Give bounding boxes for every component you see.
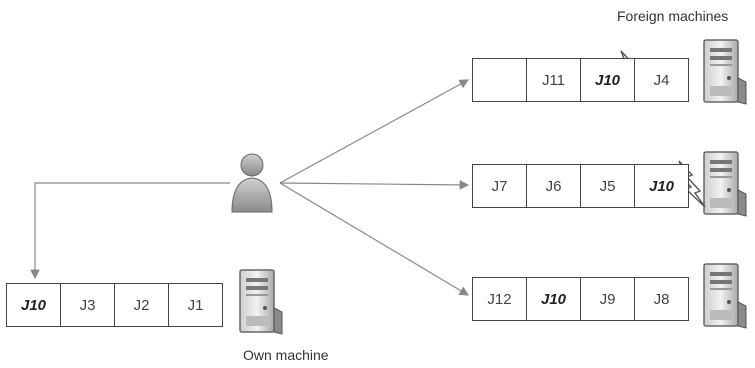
queue-cell: J2 bbox=[115, 284, 169, 326]
foreign-queue-3: J12 J10 J9 J8 bbox=[472, 277, 689, 321]
queue-cell: J7 bbox=[473, 165, 527, 207]
queue-cell: J1 bbox=[187, 296, 204, 314]
queue-cell: J8 bbox=[653, 290, 670, 308]
queue-cell: J10 bbox=[648, 177, 675, 195]
foreign-machines-label: Foreign machines bbox=[617, 8, 729, 24]
queue-cell: J4 bbox=[653, 71, 670, 89]
queue-cell: J10 bbox=[527, 278, 581, 320]
server-icon bbox=[703, 263, 747, 329]
queue-cell: J11 bbox=[527, 59, 581, 101]
foreign-queue-2: J7 J6 J5 J10 bbox=[472, 164, 689, 208]
queue-cell: J9 bbox=[581, 278, 635, 320]
queue-cell bbox=[473, 59, 527, 101]
queue-cell: J10 bbox=[581, 59, 635, 101]
server-icon bbox=[239, 269, 283, 335]
foreign-queue-1: J11 J10 J4 bbox=[472, 58, 689, 102]
server-icon bbox=[703, 39, 747, 105]
queue-cell: J12 bbox=[473, 278, 527, 320]
queue-cell: J3 bbox=[61, 284, 115, 326]
user-icon bbox=[231, 153, 273, 213]
own-machine-label: Own machine bbox=[243, 347, 329, 363]
server-icon bbox=[703, 151, 747, 217]
queue-cell: J10 bbox=[7, 284, 61, 326]
queue-cell: J6 bbox=[527, 165, 581, 207]
queue-cell: J5 bbox=[581, 165, 635, 207]
own-queue: J10 J3 J2 J1 bbox=[6, 283, 223, 327]
